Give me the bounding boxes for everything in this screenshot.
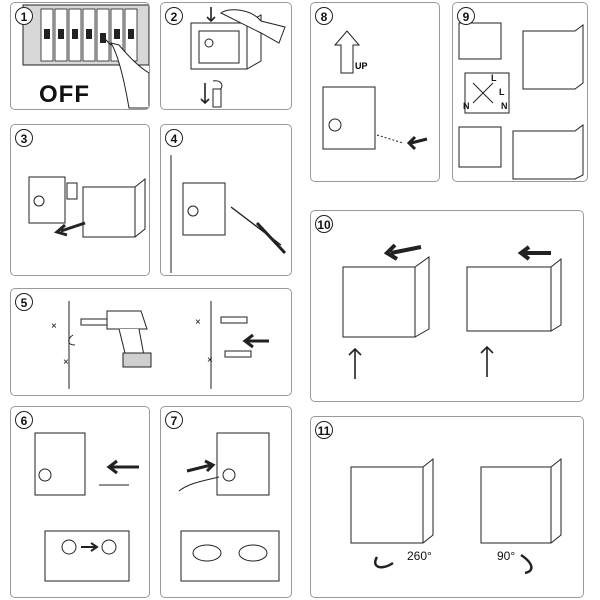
step-5-panel: × × × × 5 — [10, 288, 292, 396]
rotation-adjustment-illustration — [350, 457, 562, 575]
cover-removal-illustration — [190, 7, 286, 108]
wiring-illustration — [458, 22, 584, 180]
drilling-illustration: × × × × — [51, 301, 269, 389]
step-11-panel: 11 260° 90° — [310, 416, 584, 598]
step-4-number: 4 — [165, 129, 183, 147]
marking-illustration — [170, 155, 287, 273]
angle-90-label: 90° — [497, 549, 516, 563]
step-8-number: 8 — [315, 7, 333, 25]
step-4-panel: 4 — [160, 124, 292, 276]
svg-text:UP: UP — [355, 61, 368, 71]
step-5-number: 5 — [15, 293, 33, 311]
step-3-panel: 3 — [10, 124, 150, 276]
step-6-panel: 6 — [10, 406, 150, 598]
step-2-panel: 2 — [160, 2, 292, 110]
step-7-number: 7 — [165, 411, 183, 429]
step-2-number: 2 — [165, 7, 183, 25]
up-orientation-illustration: UP — [322, 30, 428, 151]
svg-text:×: × — [63, 357, 69, 368]
cable-insertion-illustration — [178, 432, 280, 582]
lamp-base-illustration — [28, 176, 146, 238]
step-11-number: 11 — [315, 421, 333, 439]
step-9-number: 9 — [457, 7, 475, 25]
cover-mounting-illustration — [342, 243, 562, 379]
step-10-number: 10 — [315, 215, 333, 233]
screw-fixing-illustration — [34, 432, 139, 582]
step-6-number: 6 — [15, 411, 33, 429]
step-3-number: 3 — [15, 129, 33, 147]
step-8-panel: UP 8 — [310, 2, 440, 182]
wiring-label-n-2: N — [501, 101, 508, 111]
step-1-panel: 1 OFF — [10, 2, 150, 110]
breaker-switch-illustration — [22, 4, 149, 109]
step-10-panel: 10 — [310, 210, 584, 402]
wiring-label-l-1: L — [491, 73, 497, 83]
step-7-panel: 7 — [160, 406, 292, 598]
step-9-panel: 9 L N L N — [452, 2, 588, 182]
off-label: OFF — [39, 81, 90, 108]
svg-text:×: × — [195, 317, 201, 328]
step-1-number: 1 — [15, 7, 33, 25]
svg-text:×: × — [207, 355, 213, 366]
angle-260-label: 260° — [407, 549, 432, 563]
svg-text:×: × — [51, 321, 57, 332]
wiring-label-n-1: N — [463, 101, 470, 111]
wiring-label-l-2: L — [499, 87, 505, 97]
